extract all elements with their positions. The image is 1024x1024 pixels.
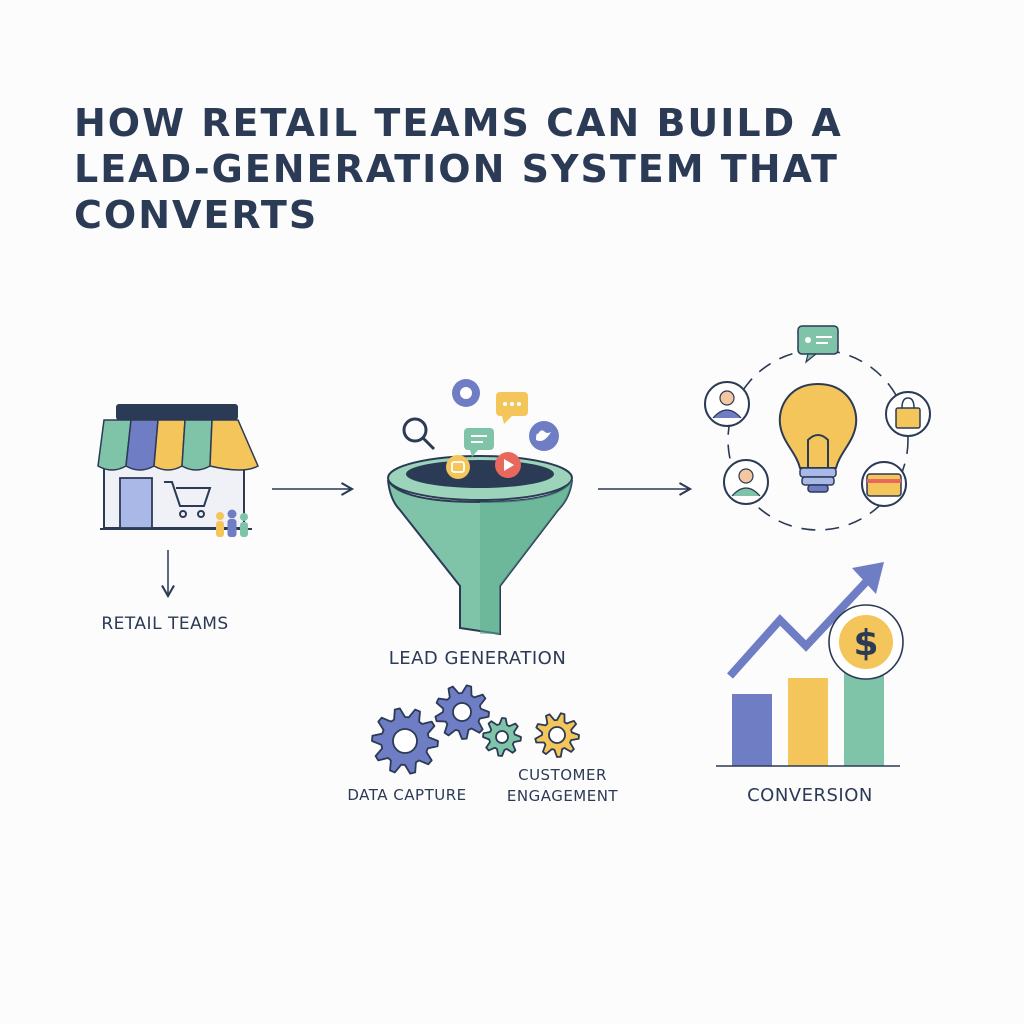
page-title: How Retail Teams Can Build a Lead-Genera… [74,101,843,237]
avatar-icon [723,459,769,505]
data-capture-label: Data Capture [347,786,467,804]
currency-symbol: $ [853,623,878,664]
lead-generation-label: Lead Generation [388,648,567,669]
trend-arrow-icon [727,562,884,679]
customer-engagement-label: Customer Engagement [506,766,619,805]
storefront-icon [97,404,259,530]
credit-card-icon [861,461,907,507]
retail-teams-label: Retail Teams [101,614,229,634]
comment-icon [464,428,494,457]
customer-cycle-ring [727,349,909,531]
funnel-icon [387,455,573,636]
people-icon [216,509,248,537]
gear-hole [495,730,509,744]
gear-hole [548,726,566,744]
gears-group [371,684,580,775]
play-icon [495,452,521,478]
shopping-bag-icon [885,391,931,437]
magnifier-icon [402,417,436,451]
avatar-icon [704,381,750,427]
chat-message-icon [797,325,839,364]
shopping-cart-icon [164,481,212,518]
dollar-coin-icon: $ [828,604,904,680]
conversion-label: Conversion [747,785,873,806]
gear-hole [392,728,418,754]
chat-bubble-icon [452,379,480,407]
message-icon [496,392,528,424]
twitter-icon [529,421,559,451]
camera-icon [446,455,470,479]
lightbulb-icon [778,382,858,493]
gear-hole [452,702,472,722]
